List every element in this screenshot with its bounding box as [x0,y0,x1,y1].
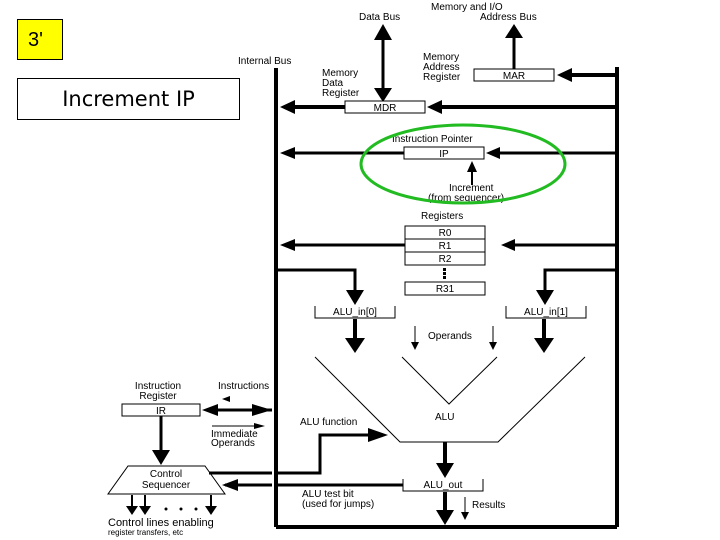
slide-number-badge: 3' [17,19,63,60]
data-bus-arrow [374,24,392,102]
control-seq-label-1: Control [150,469,182,480]
control-sequencer [107,465,226,495]
immediate-label-2: Operands [211,438,255,449]
mdr-label: MDR [374,103,397,114]
instructions-label: Instructions [218,381,269,392]
register-ellipsis-icon [443,268,446,279]
alu-outline-outer [314,356,586,443]
alu-in0-register [314,306,396,319]
increment-arrow [467,161,477,185]
mar-desc-line2: Address [423,62,460,73]
alu-to-out-arrow [436,442,454,478]
ir-desc-line2: Register [139,391,177,402]
ir-desc-line1: Instruction [135,381,181,392]
ip-bus-arrows [280,147,617,159]
alu-in0-feed [276,268,364,305]
alu-function-label: ALU function [300,417,357,428]
register-bus-arrows [280,239,617,251]
mdr-desc-line1: Memory [322,68,358,79]
register-r31-label: R31 [436,284,455,295]
address-bus-arrow [505,24,523,69]
ip-desc-label: Instruction Pointer [392,134,473,145]
alu-in0-label: ALU_in[0] [333,307,377,318]
mem-io-label: Memory and I/O [431,2,503,13]
ip-label: IP [439,149,449,160]
from-sequencer-label: (from sequencer) [428,193,504,204]
results-label: Results [472,500,505,511]
mar-desc-line3: Register [423,72,461,83]
increment-label: Increment [449,183,494,194]
register-r2-label: R2 [439,254,452,265]
mar-desc-line1: Memory [423,52,459,63]
mar-label: MAR [503,71,525,82]
registers-label: Registers [421,211,463,222]
mdr-desc-line3: Register [322,88,360,99]
internal-bus-label: Internal Bus [238,56,291,67]
alu-test-label-2: (used for jumps) [302,499,374,510]
data-bus-label: Data Bus [359,12,400,23]
register-r0-label: R0 [439,228,452,239]
mar-bus-arrow [557,68,617,82]
internal-bus [274,67,619,529]
operands-arrows [411,326,497,350]
register-r2 [404,251,486,266]
sequencer-bus-links [209,471,272,491]
register-r1-label: R1 [439,241,452,252]
mdr-desc-line2: Data [322,78,344,89]
ir-to-sequencer-arrow [152,416,170,465]
alu-label: ALU [435,412,454,423]
slide-title: Increment IP [17,78,240,120]
alu-test-label-1: ALU test bit [302,489,354,500]
address-bus-label: Address Bus [480,12,537,23]
mdr-bus-arrows [280,100,617,114]
control-lines-label: Control lines enabling [108,517,214,529]
operands-label: Operands [428,331,472,342]
control-lines-sub-label: register transfers, etc [108,528,183,537]
alu-input-arrows [345,319,554,353]
control-lines-arrows [126,495,217,515]
register-r31 [404,281,486,296]
alu-in1-label: ALU_in[1] [524,307,568,318]
register-file [404,225,486,296]
alu-function-arrow [276,428,388,475]
results-arrows [436,492,469,525]
alu-in1-feed [536,268,617,305]
mar-register [473,68,555,82]
ir-label: IR [156,406,166,417]
instructions-arrows [202,396,272,429]
control-seq-label-2: Sequencer [142,480,191,491]
highlight-ellipse [359,123,567,205]
immediate-label-1: Immediate [211,429,258,440]
alu-in1-register [505,306,587,319]
alu-out-label: ALU_out [424,480,463,491]
alu-outline-inner [401,356,498,405]
